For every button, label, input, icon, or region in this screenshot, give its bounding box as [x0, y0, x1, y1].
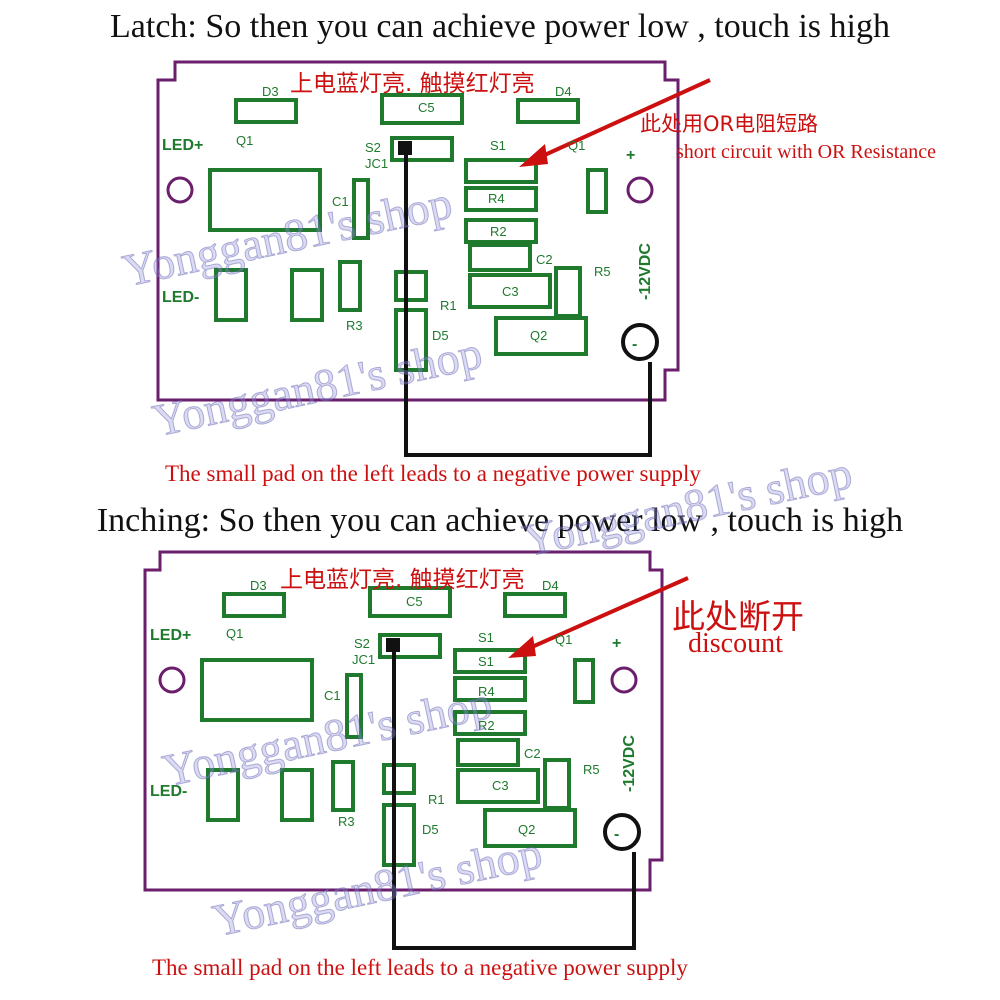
silkscreen-label-s1: S1: [490, 138, 506, 153]
inching-top-note-cn: 上电蓝灯亮. 触摸红灯亮: [280, 567, 525, 593]
arrow-head: [519, 144, 548, 167]
silkscreen-label-d3: D3: [262, 84, 279, 99]
silkscreen-label-vdc: -12VDC: [637, 243, 654, 300]
silkscreen-label-c3: C3: [492, 778, 509, 793]
latch-top-note-cn: 上电蓝灯亮. 触摸红灯亮: [290, 71, 535, 97]
silkscreen-label-jc1: JC1: [365, 156, 388, 171]
silkscreen-label-c5: C5: [418, 100, 435, 115]
latch-pcb-diagram: - D3 D4 C5 Q1 Q1 LED+ LED- S2 JC1 S1 C1 …: [156, 60, 711, 457]
minus-pad: [603, 813, 641, 851]
minus-label: -: [614, 826, 619, 843]
silkscreen-label-s1: S1: [478, 654, 494, 669]
mount-hole-left: [158, 666, 186, 694]
silkscreen-label-r2: R2: [490, 224, 507, 239]
silkscreen-label-jc1: JC1: [352, 652, 375, 667]
inching-arrow-note-cn: 此处断开: [672, 597, 804, 636]
silkscreen-label-led_minus: LED-: [162, 289, 199, 306]
silkscreen-label-d4: D4: [555, 84, 572, 99]
silkscreen-label-r4: R4: [478, 684, 495, 699]
s2-small-pad: [398, 141, 412, 155]
silkscreen-label-led_minus: LED-: [150, 783, 187, 800]
board-outline: [143, 550, 664, 892]
inching-arrow-note-en: discount: [688, 628, 783, 659]
silkscreen-label-q1: Q1: [226, 626, 243, 641]
silkscreen-label-r1: R1: [428, 792, 445, 807]
board-outline: [156, 60, 680, 402]
arrow-shaft: [526, 78, 711, 165]
silkscreen-label-d5: D5: [432, 328, 449, 343]
silkscreen-label-r1: R1: [440, 298, 457, 313]
silkscreen-label-vdc: -12VDC: [621, 735, 638, 792]
silkscreen-label-s2: S2: [365, 140, 381, 155]
silkscreen-label-r5: R5: [583, 762, 600, 777]
silkscreen-label-r4: R4: [488, 191, 505, 206]
latch-bottom-note: The small pad on the left leads to a neg…: [165, 461, 701, 486]
minus-pad: [621, 323, 659, 361]
arrow-head: [508, 636, 536, 658]
silkscreen-label-c2: C2: [524, 746, 541, 761]
mount-hole-right: [626, 176, 654, 204]
silkscreen-label-r2: R2: [478, 718, 495, 733]
inching-title: Inching: So then you can achieve power l…: [96, 502, 904, 539]
inching-bottom-note: The small pad on the left leads to a neg…: [152, 955, 688, 980]
silkscreen-label-c1: C1: [332, 194, 349, 209]
silkscreen-label-d5: D5: [422, 822, 439, 837]
mount-hole-right: [610, 666, 638, 694]
silkscreen-label-q1b: Q1: [555, 632, 572, 647]
latch-arrow-note-cn: 此处用OR电阻短路: [640, 112, 819, 136]
silkscreen-label-q2: Q2: [518, 822, 535, 837]
silkscreen-label-plus: +: [612, 635, 621, 652]
latch-arrow-note-en: short circuit with OR Resistance: [676, 141, 936, 163]
silkscreen-label-s2: S2: [354, 636, 370, 651]
lead-wire: [392, 647, 636, 950]
silkscreen-label-d4: D4: [542, 578, 559, 593]
silkscreen-label-c5: C5: [406, 594, 423, 609]
silkscreen-label-c3: C3: [502, 284, 519, 299]
silkscreen-label-c1: C1: [324, 688, 341, 703]
silkscreen-label-r3: R3: [338, 814, 355, 829]
silkscreen-label-d3: D3: [250, 578, 267, 593]
inching-pcb-diagram: - D3 D4 C5 Q1 Q1 LED+ LED- S2 JC1 S1 S1 …: [143, 550, 689, 950]
arrow-shaft: [515, 576, 689, 656]
silkscreen-label-q1b: Q1: [568, 138, 585, 153]
minus-label: -: [632, 336, 637, 353]
silkscreen-label-led_plus: LED+: [162, 137, 203, 154]
silkscreen-label-c2: C2: [536, 252, 553, 267]
silkscreen-label-r5: R5: [594, 264, 611, 279]
mount-hole-left: [166, 176, 194, 204]
silkscreen-label-plus: +: [626, 147, 635, 164]
lead-wire: [404, 150, 652, 457]
s2-small-pad: [386, 638, 400, 652]
silkscreen-label-q1: Q1: [236, 133, 253, 148]
silkscreen-label-q2: Q2: [530, 328, 547, 343]
silkscreen-label-led_plus: LED+: [150, 627, 191, 644]
silkscreen-label-r3: R3: [346, 318, 363, 333]
silkscreen-label-s1: S1: [478, 630, 494, 645]
latch-title: Latch: So then you can achieve power low…: [110, 8, 890, 45]
